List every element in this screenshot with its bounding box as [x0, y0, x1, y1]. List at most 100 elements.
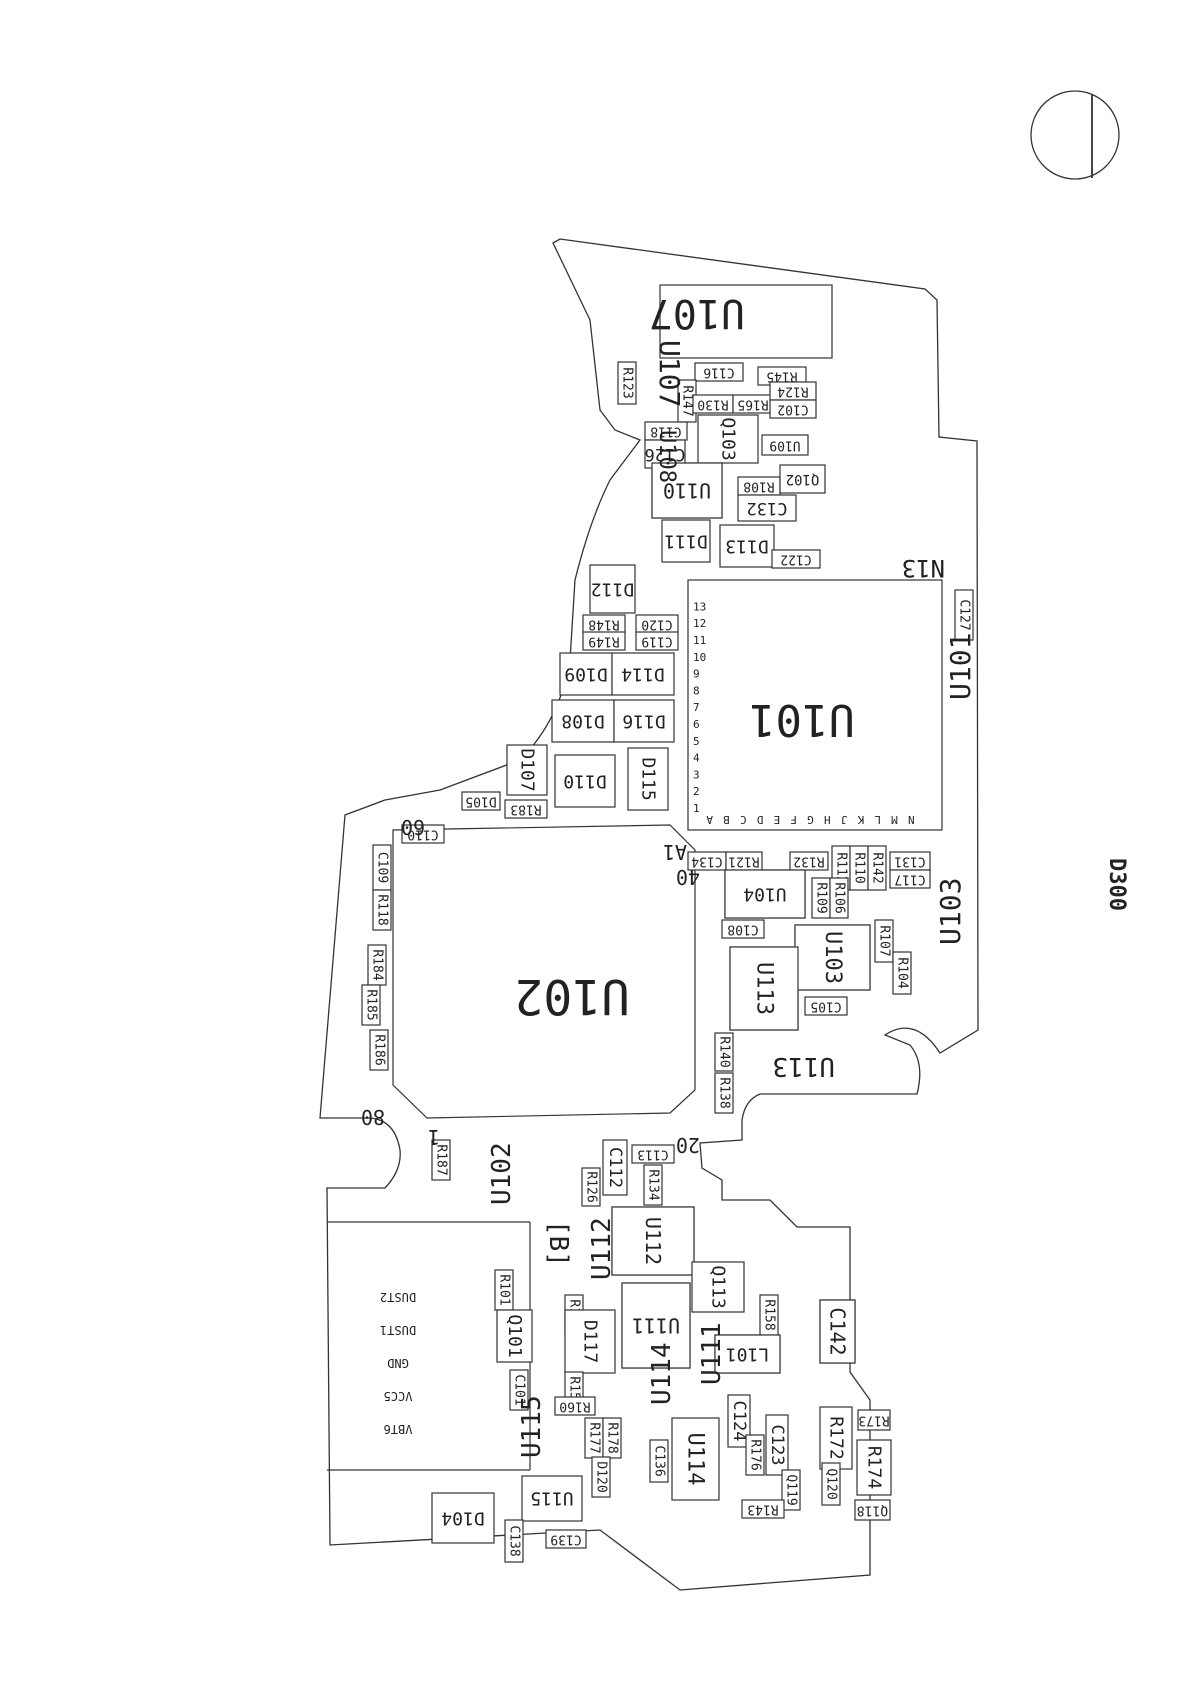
board-rev-label: [B]: [543, 1220, 573, 1267]
component-outline: [621, 1282, 691, 1369]
component-outline: [779, 464, 826, 494]
component-ref: R186: [372, 1034, 387, 1065]
component-outline: [504, 799, 548, 819]
component-ref: Q119: [784, 1474, 799, 1505]
u111-label: U111: [697, 1322, 727, 1385]
u114-body: [671, 1417, 720, 1501]
a1-label: A1: [663, 840, 687, 864]
u103-label: U103: [934, 878, 967, 945]
bga-row-index: 2: [693, 785, 700, 798]
component-r134: R134: [643, 1164, 663, 1206]
bga-col-index: F: [790, 813, 797, 826]
component-ref: U110: [663, 479, 711, 503]
component-ref: R147: [680, 385, 695, 416]
u115-body: [521, 1475, 583, 1522]
component-ref: D108: [561, 711, 604, 732]
component-outline: [504, 1519, 524, 1563]
pin-60-label: 60: [401, 815, 425, 839]
component-ref: D112: [591, 579, 634, 600]
component-outline: [697, 414, 759, 464]
u114-label: U114: [647, 1342, 677, 1405]
component-outline: [602, 1417, 622, 1459]
component-d115: D115: [627, 747, 669, 811]
component-outline: [554, 1396, 596, 1416]
component-outline: [821, 1462, 841, 1506]
component-d107: D107: [506, 744, 548, 796]
component-outline: [401, 824, 445, 844]
component-r130: R130: [692, 394, 734, 414]
component-ref: R134: [646, 1169, 661, 1200]
component-outline: [509, 1369, 529, 1411]
component-r110: R110: [849, 845, 869, 891]
component-outline: [582, 631, 626, 651]
component-ref: Q118: [857, 1503, 888, 1518]
component-ref: R140: [717, 1036, 732, 1067]
component-ref: R109: [814, 882, 829, 913]
component-ref: D105: [465, 794, 496, 809]
component-ref: R108: [743, 479, 774, 494]
component-outline: [719, 524, 775, 568]
component-outline: [431, 1139, 451, 1181]
component-ref: R148: [588, 617, 619, 632]
component-outline: [729, 946, 799, 1031]
component-ref: D113: [725, 536, 768, 557]
component-d110: D110: [554, 754, 616, 808]
component-d116: D116: [613, 699, 675, 743]
component-outline: [727, 1394, 751, 1448]
component-ref: R123: [620, 367, 635, 398]
component-outline: [496, 1309, 533, 1363]
component-r183: R183: [504, 799, 548, 819]
component-ref: Q102: [786, 471, 820, 487]
component-ref: U109: [769, 438, 800, 453]
component-r172: R172: [819, 1406, 853, 1470]
component-u104: U104: [724, 869, 806, 919]
d104-body: [431, 1492, 495, 1544]
component-ref: C117: [894, 872, 925, 887]
bga-col-index: D: [757, 813, 764, 826]
component-ref: R176: [748, 1439, 763, 1470]
component-u110: U110: [651, 462, 723, 519]
bga-row-index: 13: [693, 600, 706, 613]
board-title: D300: [1104, 858, 1129, 911]
component-ref: R101: [497, 1274, 512, 1305]
component-r118: R118: [372, 889, 392, 931]
component-c134: C134: [687, 851, 727, 871]
u107-body-label: U107: [649, 290, 745, 336]
component-ref: R183: [510, 802, 541, 817]
component-ref: C127: [957, 599, 972, 630]
component-r185: R185: [361, 984, 381, 1026]
component-ref: R187: [434, 1144, 449, 1175]
component-ref: C136: [652, 1445, 667, 1476]
component-c110: C110: [401, 824, 445, 844]
component-r177: R177: [584, 1417, 604, 1459]
component-c139: C139: [545, 1529, 587, 1549]
board-outline: [319, 238, 979, 1591]
component-ref: C134: [691, 854, 722, 869]
component-ref: R184: [370, 949, 385, 980]
component-outline: [611, 652, 675, 696]
component-outline: [765, 1414, 789, 1476]
component-c109: C109: [372, 844, 392, 891]
component-outline: [631, 1144, 675, 1164]
component-c112: C112: [602, 1139, 628, 1196]
component-ref: R124: [777, 384, 808, 399]
u101-body: [687, 579, 943, 831]
component-outline: [461, 791, 501, 811]
pin-20-label: 20: [676, 1133, 700, 1157]
bga-col-index: N: [908, 813, 915, 826]
bga-row-index: 10: [693, 651, 706, 664]
bga-row-index: 1: [693, 802, 700, 815]
component-outline: [781, 1469, 801, 1511]
component-outline: [892, 951, 912, 995]
component-ref: C132: [747, 498, 788, 518]
n13-label: N13: [902, 554, 945, 582]
component-r109: R109: [811, 877, 831, 919]
component-outline: [627, 747, 669, 811]
component-ref: C126: [645, 444, 686, 464]
component-outline: [789, 851, 829, 871]
component-outline: [506, 744, 548, 796]
component-u112: U112: [611, 1206, 695, 1276]
